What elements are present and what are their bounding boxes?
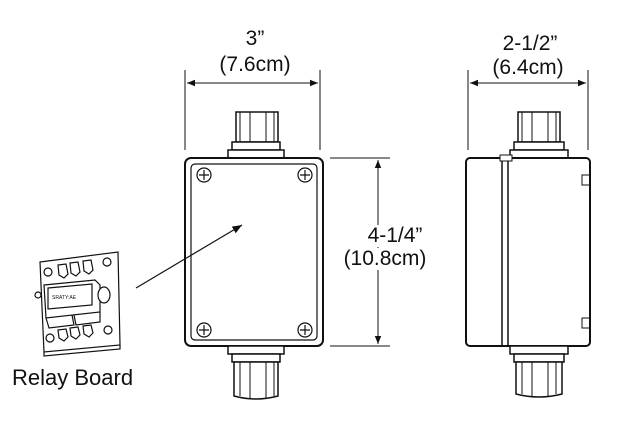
height-cm-label: (10.8cm)	[330, 248, 440, 270]
width-cm-label: (7.6cm)	[219, 53, 291, 76]
relay-board-illustration: SRATY:AE	[34, 251, 121, 357]
depth-inches-label: 2-1/2”	[502, 32, 558, 55]
width-inches-label: 3”	[245, 27, 265, 50]
relay-board-label: Relay Board	[12, 365, 134, 390]
side-view-enclosure	[465, 70, 591, 398]
depth-cm-label: (6.4cm)	[492, 56, 564, 79]
relay-marking: SRATY:AE	[52, 295, 77, 301]
top-cable-gland	[227, 111, 285, 159]
bottom-cable-gland	[227, 345, 285, 400]
height-inches-label: 4-1/4”	[350, 225, 440, 247]
screw-icons	[196, 167, 313, 338]
pointer-arrow	[135, 224, 243, 289]
